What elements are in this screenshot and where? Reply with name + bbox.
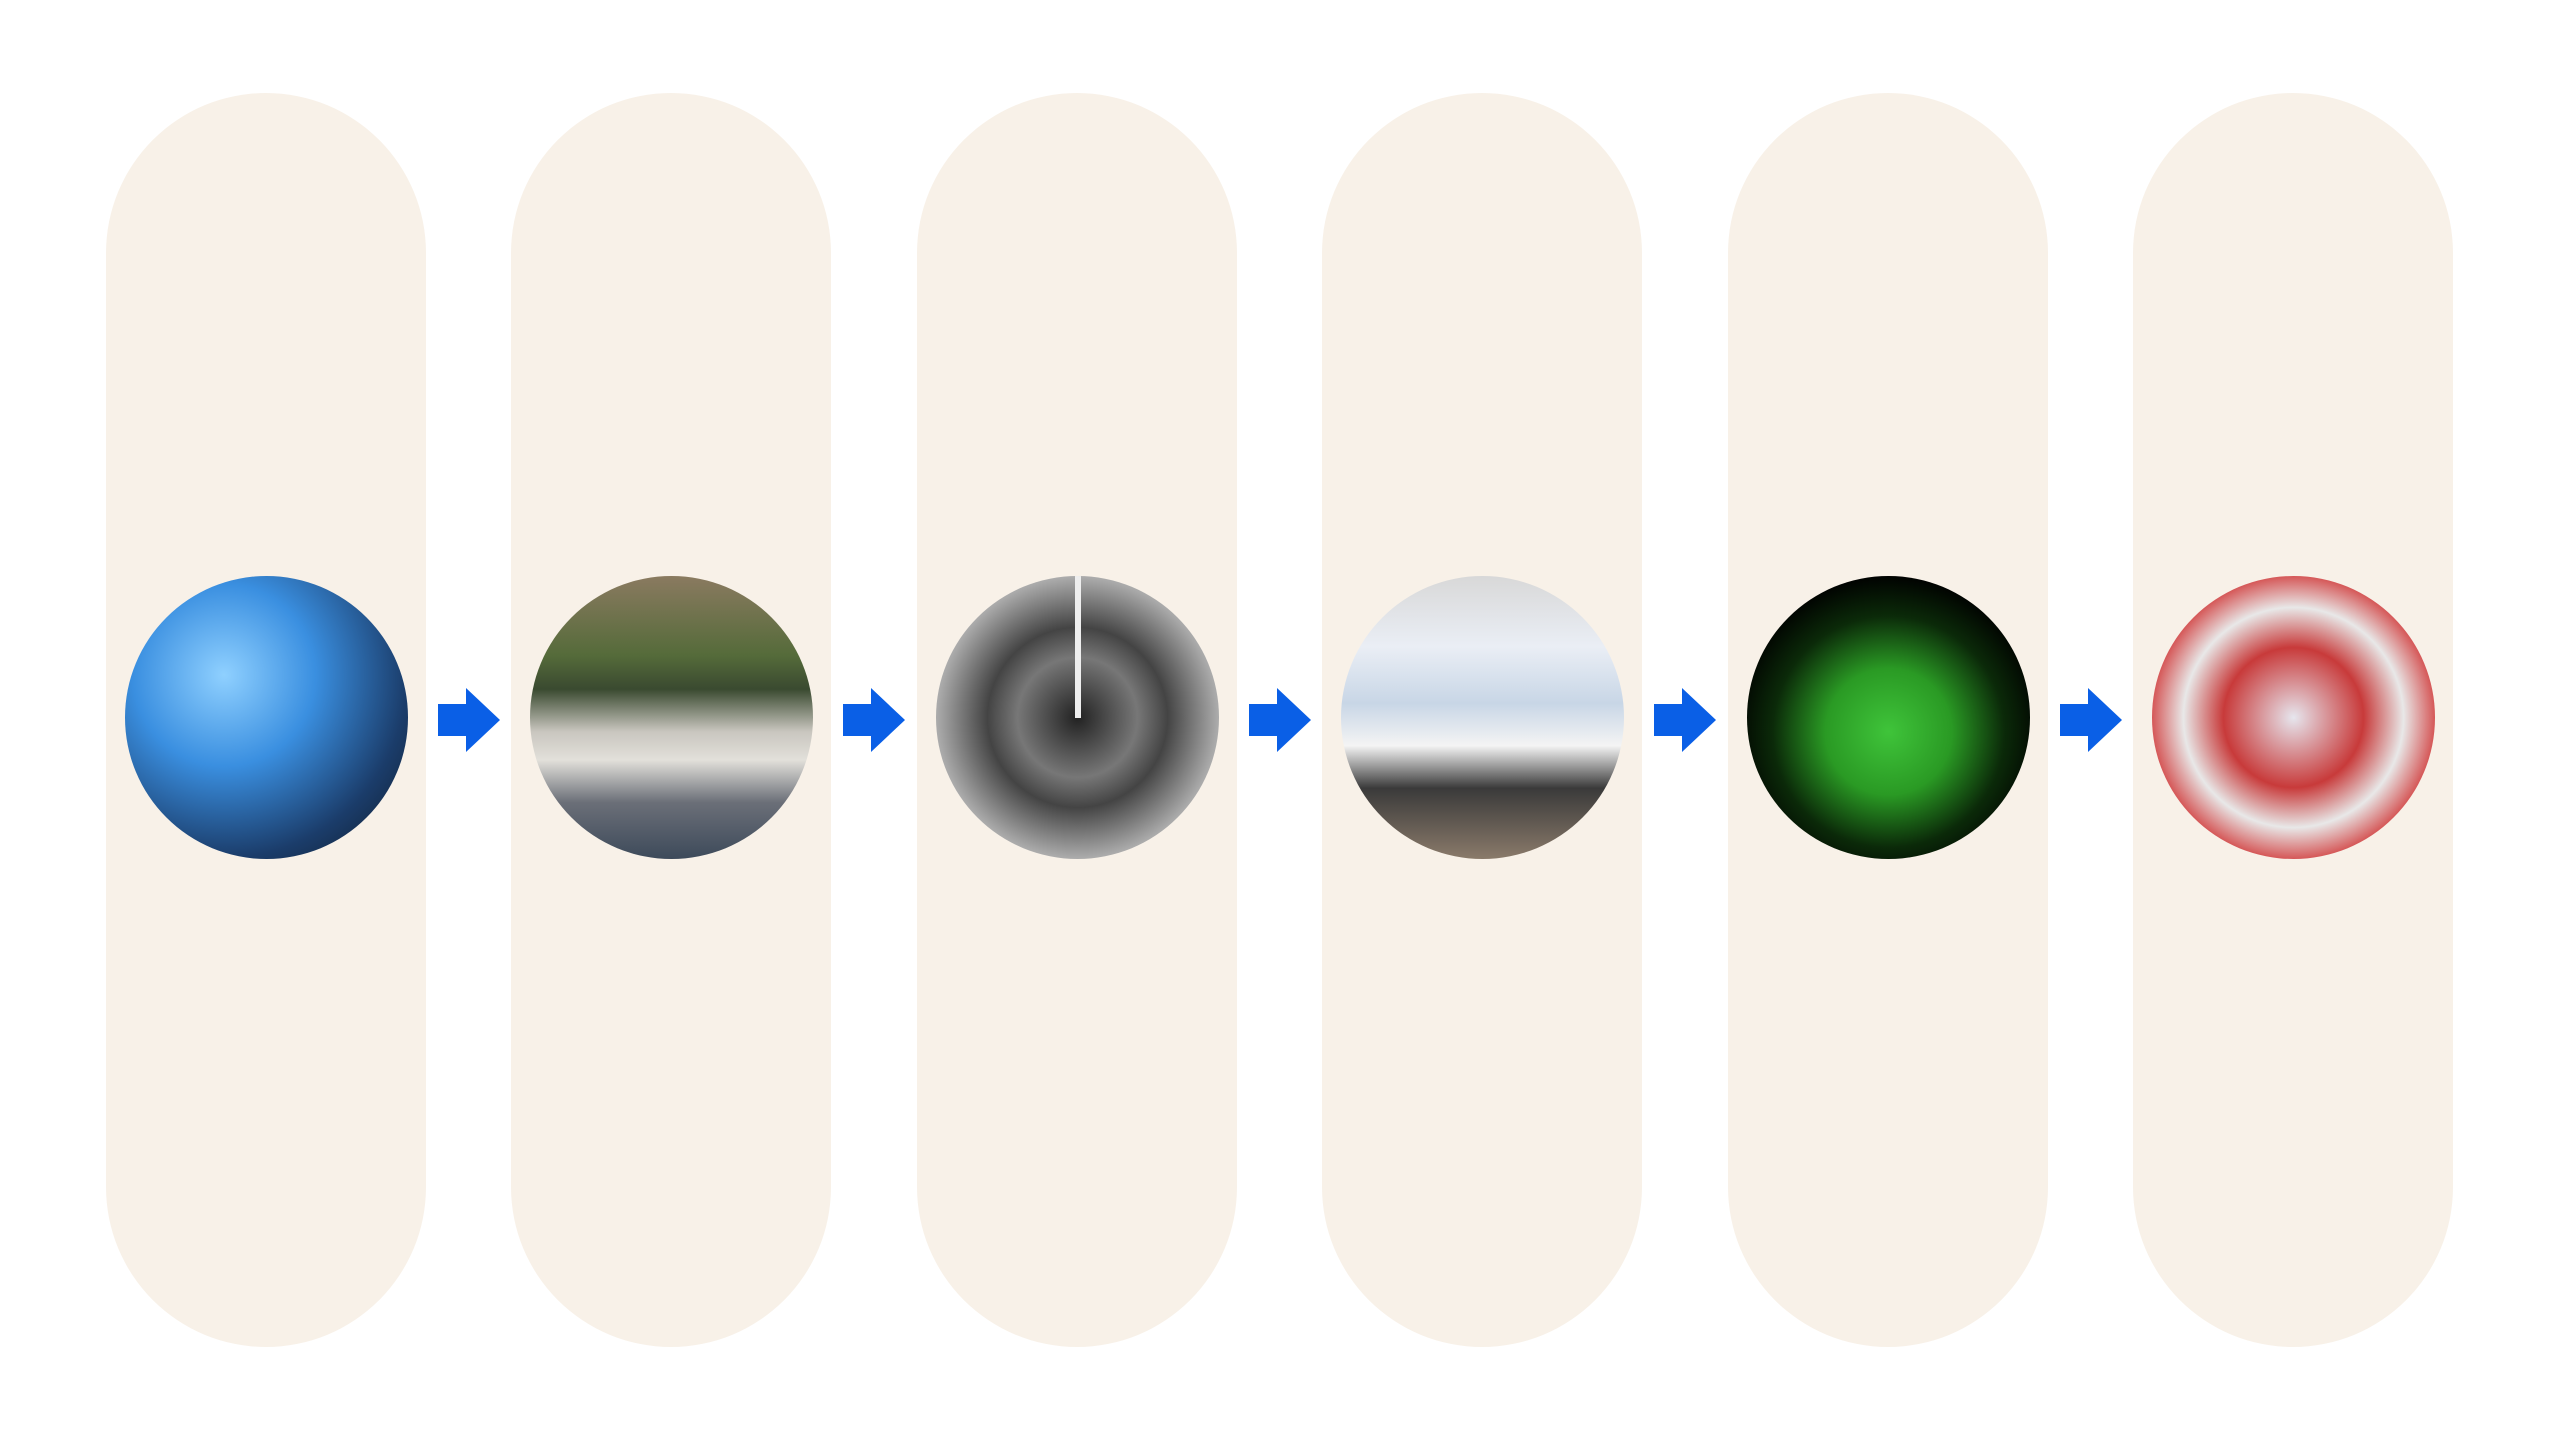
electron-density-map-image bbox=[1747, 576, 2030, 859]
step-panel-6 bbox=[2133, 93, 2453, 1347]
arrow-right-icon bbox=[1249, 688, 1311, 752]
step-panel-1 bbox=[106, 93, 426, 1347]
synchrotron-aerial-image bbox=[530, 576, 813, 859]
step-panel-5 bbox=[1728, 93, 2048, 1347]
protein-crystals-image bbox=[125, 576, 408, 859]
step-panel-3 bbox=[917, 93, 1237, 1347]
arrow-right-icon bbox=[2060, 688, 2122, 752]
scientist-at-computer-image bbox=[1341, 576, 1624, 859]
arrow-right-icon bbox=[843, 688, 905, 752]
arrow-right-icon bbox=[438, 688, 500, 752]
ligand-binding-surface-image bbox=[2152, 576, 2435, 859]
arrow-right-icon bbox=[1654, 688, 1716, 752]
step-panel-2 bbox=[511, 93, 831, 1347]
diffraction-pattern-image bbox=[936, 576, 1219, 859]
step-panel-4 bbox=[1322, 93, 1642, 1347]
